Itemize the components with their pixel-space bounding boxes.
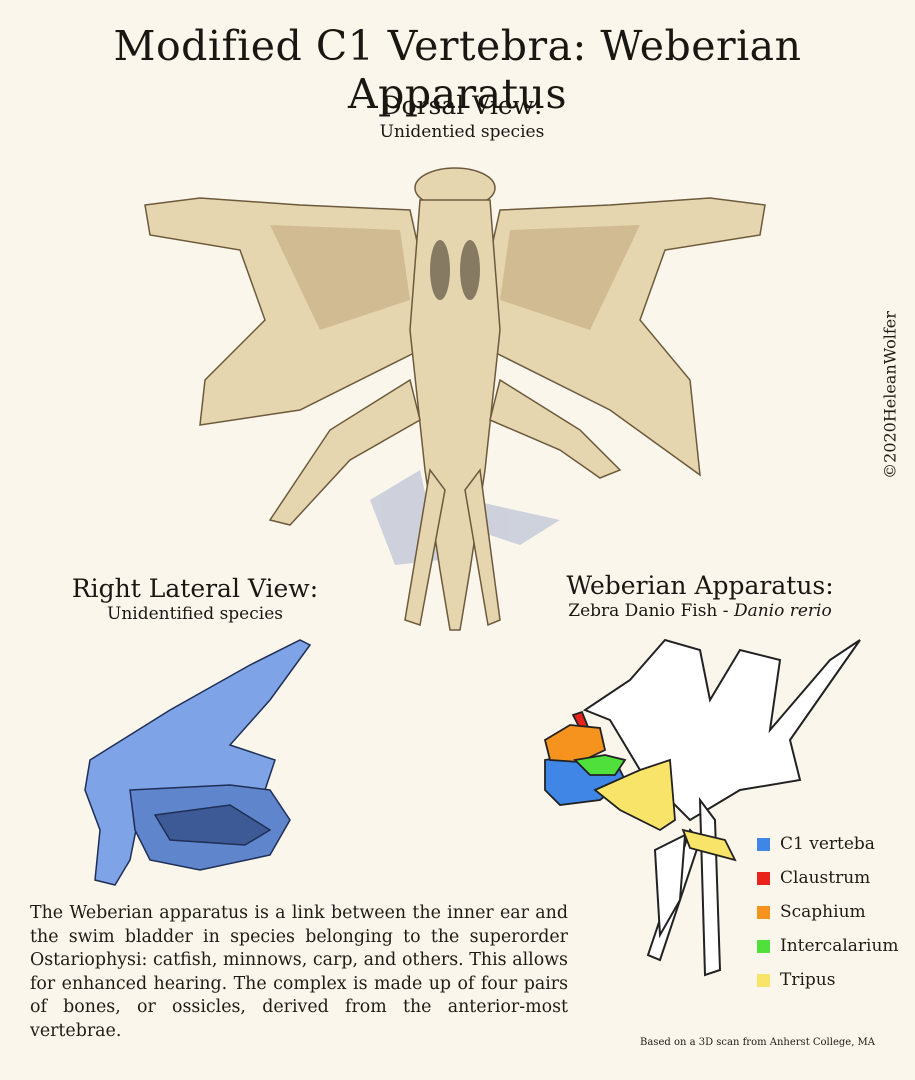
part-tripus-bar	[681, 828, 737, 862]
legend-item-claustrum: Claustrum	[757, 861, 912, 895]
legend-label: Tripus	[780, 970, 836, 990]
legend-swatch	[757, 973, 770, 987]
part-intercalarium	[573, 754, 627, 776]
weberian-subheading: Zebra Danio Fish - Danio rerio	[520, 601, 880, 621]
weberian-common-name: Zebra Danio Fish -	[568, 601, 734, 621]
legend-swatch	[757, 837, 770, 851]
lateral-view-subheading: Unidentified species	[107, 604, 283, 624]
weberian-heading: Weberian Apparatus:	[566, 571, 834, 600]
legend: C1 verteba Claustrum Scaphium Intercalar…	[757, 827, 912, 997]
legend-label: Intercalarium	[780, 936, 899, 956]
legend-item-c1: C1 verteba	[757, 827, 912, 861]
part-tripus	[593, 758, 676, 832]
legend-swatch	[757, 905, 770, 919]
copyright-text: ©2020HeleanWolfer	[880, 311, 900, 479]
legend-item-scaphium: Scaphium	[757, 895, 912, 929]
outline-lower-bar	[653, 833, 687, 939]
lateral-centrum-dark	[153, 804, 272, 846]
page-title: Modified C1 Vertebra: Weberian Apparatus	[113, 22, 802, 118]
scan-credit: Based on a 3D scan from Anherst College,…	[640, 1037, 876, 1048]
legend-item-tripus: Tripus	[757, 963, 912, 997]
dorsal-shading	[270, 225, 640, 330]
lateral-view-heading: Right Lateral View:	[71, 574, 319, 603]
part-scaphium	[543, 724, 607, 763]
dorsal-view-heading: Dorsal View:	[381, 91, 543, 120]
legend-label: Claustrum	[780, 868, 871, 888]
legend-swatch	[757, 871, 770, 885]
description-paragraph: The Weberian apparatus is a link between…	[30, 903, 568, 1041]
dorsal-view-subheading: Unidentied species	[379, 122, 545, 142]
weberian-latin-name: Danio rerio	[733, 601, 832, 621]
legend-swatch	[757, 939, 770, 953]
legend-label: Scaphium	[780, 902, 866, 922]
outline-rib-1	[698, 796, 722, 977]
legend-item-intercalarium: Intercalarium	[757, 929, 912, 963]
legend-label: C1 verteba	[780, 834, 875, 854]
